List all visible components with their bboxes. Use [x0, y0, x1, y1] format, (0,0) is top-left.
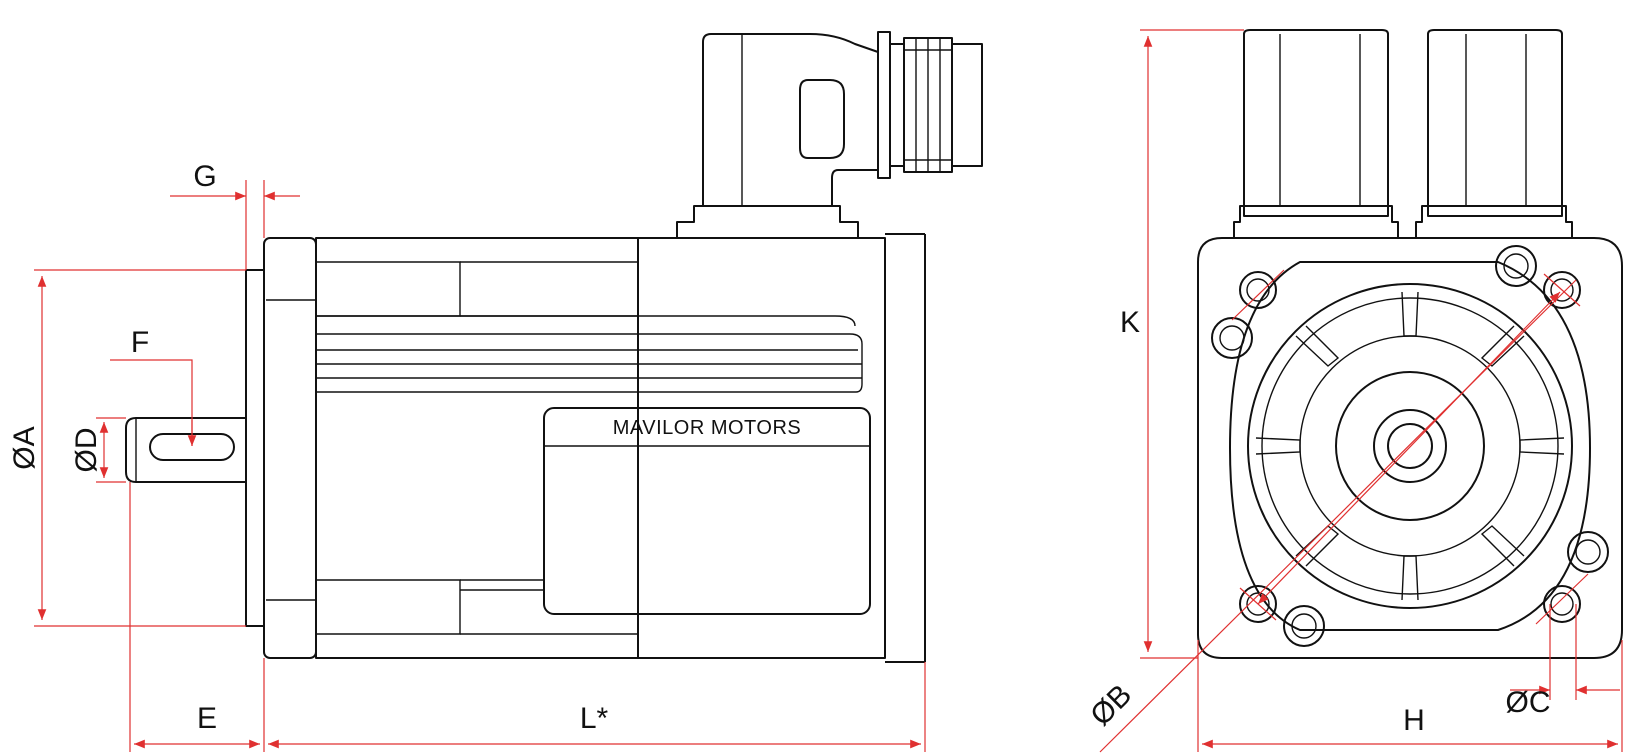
dimension-label-f: F — [131, 326, 149, 359]
front-view-dimensions: K ØB H ØC — [1084, 29, 1623, 753]
motor-front-view — [1197, 29, 1623, 659]
dimension-label-d: ØD — [70, 428, 103, 473]
nameplate — [543, 407, 871, 615]
threaded-hole-bottom — [1283, 605, 1325, 647]
dimension-label-a: ØA — [8, 426, 41, 469]
front-connector-right — [1415, 29, 1573, 238]
dimension-label-c: ØC — [1506, 686, 1551, 719]
mounting-hole-top-left — [1239, 271, 1277, 309]
front-square-flange — [1197, 237, 1623, 659]
connector-housing — [702, 31, 983, 206]
mounting-flange — [263, 237, 317, 659]
threaded-hole-left — [1211, 317, 1253, 359]
dimension-label-l: L* — [580, 702, 609, 735]
motor-body: MAVILOR MOTORS — [315, 233, 926, 663]
end-cap — [1229, 261, 1591, 631]
connector-base — [676, 205, 859, 238]
dimension-label-g: G — [193, 160, 216, 193]
dimension-label-k: K — [1120, 306, 1140, 339]
nameplate-brand: MAVILOR MOTORS — [613, 417, 802, 439]
dimension-label-b: ØB — [1084, 678, 1138, 732]
dimension-label-h: H — [1403, 704, 1425, 737]
motor-side-view: MAVILOR MOTORS — [125, 31, 983, 663]
front-connector-left — [1233, 29, 1399, 238]
motor-shaft — [125, 417, 247, 483]
threaded-hole-top — [1495, 245, 1537, 287]
side-view-dimensions: G ØA F ØD E L* — [8, 160, 926, 752]
mounting-hole-top-right — [1543, 271, 1581, 309]
threaded-hole-right — [1567, 531, 1609, 573]
mounting-hole-bottom-right — [1543, 585, 1581, 623]
flange-pilot — [245, 269, 265, 627]
dimension-label-e: E — [197, 702, 217, 735]
cooling-fins — [316, 315, 863, 393]
